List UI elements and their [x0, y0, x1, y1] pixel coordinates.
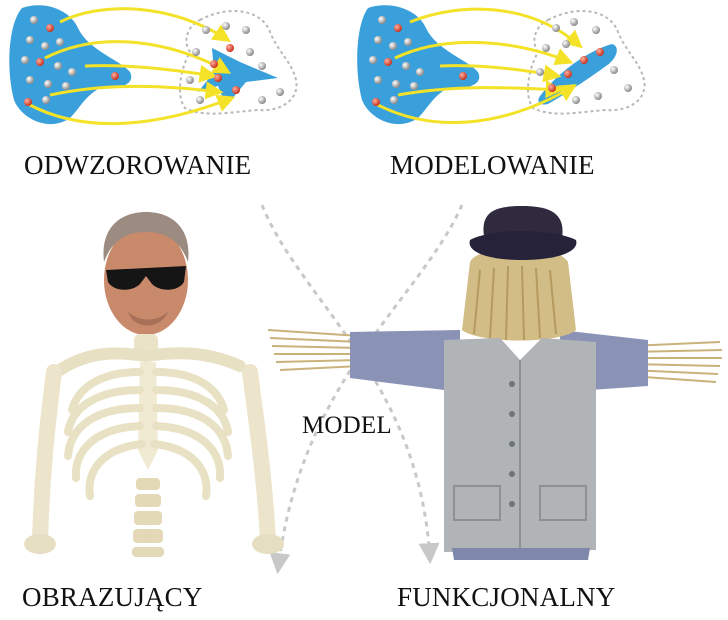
target-shape	[198, 48, 278, 106]
label-modeling: MODELOWANIE	[390, 150, 595, 181]
scarecrow-figure	[268, 206, 722, 560]
modeling-schematic	[357, 5, 644, 124]
label-imaging: OBRAZUJĄCY	[22, 582, 203, 613]
mapping-schematic	[9, 5, 296, 124]
label-mapping: ODWZOROWANIE	[24, 150, 251, 181]
label-model: MODEL	[302, 412, 392, 440]
skeleton-figure	[24, 212, 284, 557]
label-functional: FUNKCJONALNY	[397, 582, 615, 613]
